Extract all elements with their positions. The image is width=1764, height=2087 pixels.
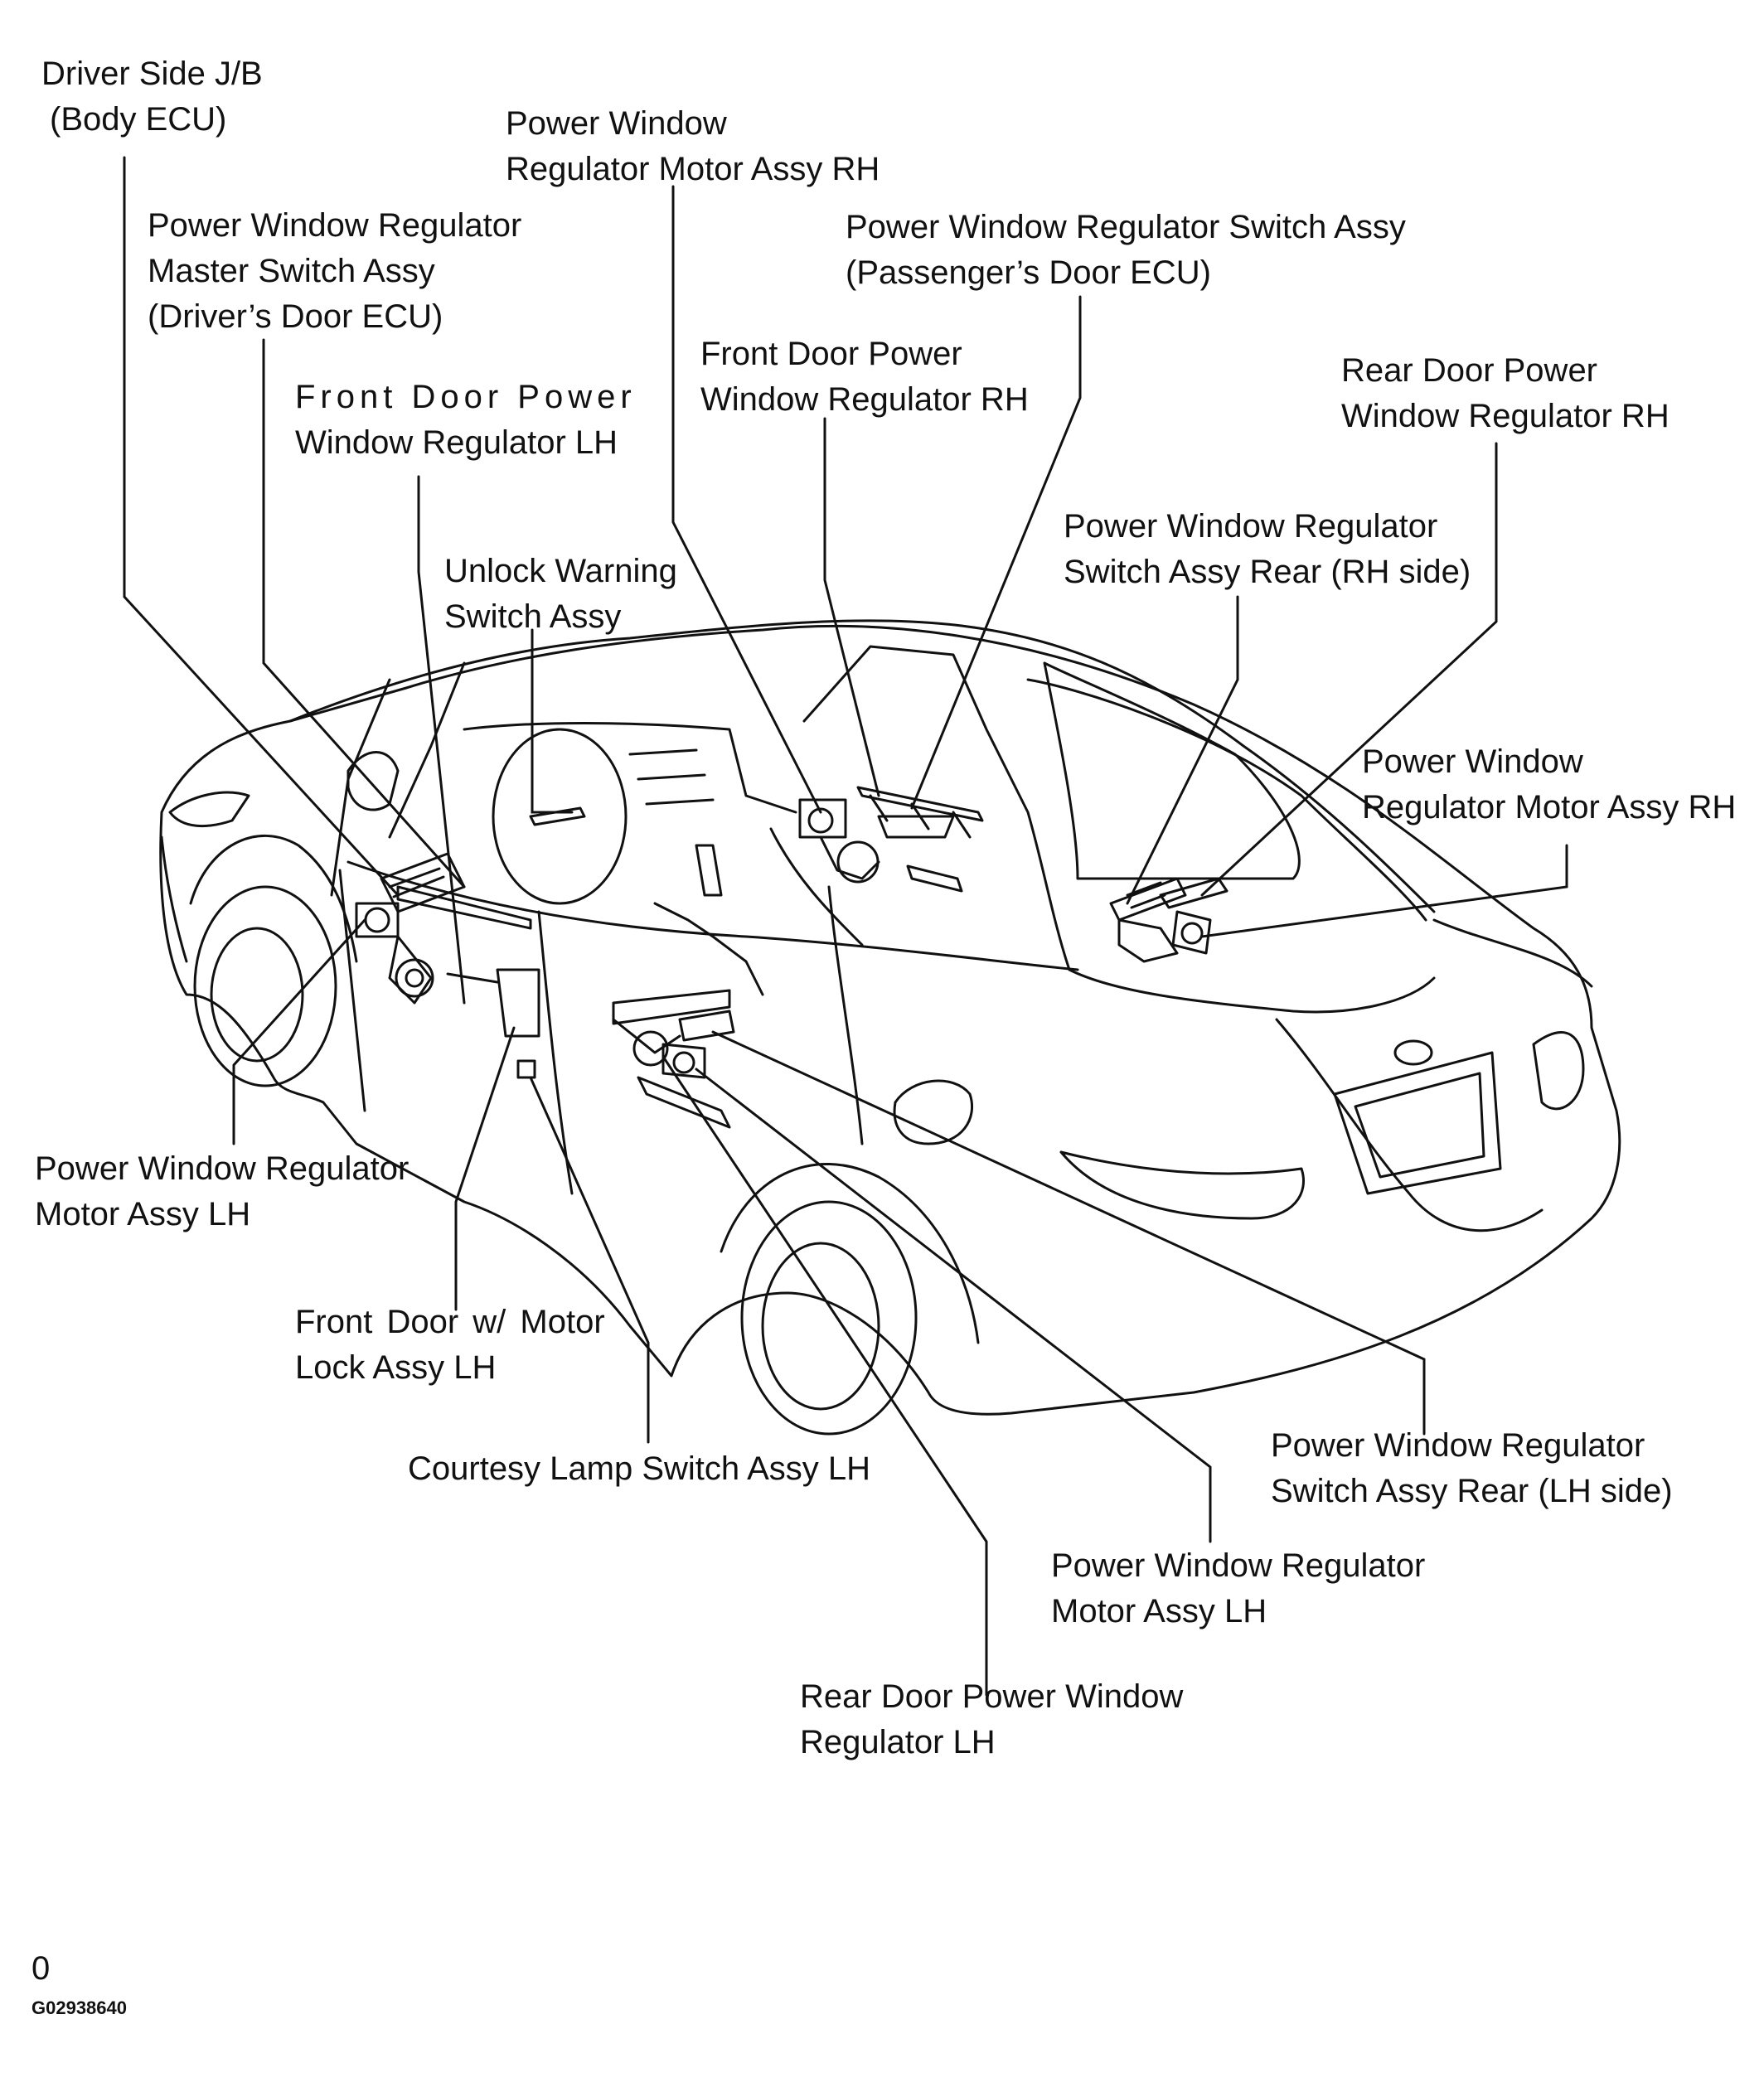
- label-rear-switch-rh: Power Window Regulator Switch Assy Rear …: [1064, 508, 1471, 590]
- leader-rear-reg-rh: [1200, 442, 1498, 897]
- label-driver-side-jb: Driver Side J/B (Body ECU): [41, 56, 263, 138]
- component-rear-switch-lh: [678, 1010, 735, 1042]
- front-wheel-arch: [189, 834, 358, 963]
- leader-master-switch: [262, 338, 466, 889]
- seat-front: [769, 827, 864, 947]
- rear-wheel: [740, 1200, 918, 1436]
- label-passenger-switch-assy: Power Window Regulator Switch Assy (Pass…: [846, 209, 1406, 291]
- component-door-lock-lh: [446, 968, 540, 1038]
- component-motor-lh-front: [355, 902, 400, 938]
- leader-unlock-warning: [531, 628, 574, 814]
- fuel-door: [893, 1079, 974, 1145]
- leader-door-lock-lh: [454, 1026, 516, 1311]
- label-rear-regulator-lh: Rear Door Power Window Regulator LH: [800, 1678, 1184, 1760]
- tail-light: [1059, 1150, 1305, 1220]
- leader-passenger-switch: [910, 295, 1082, 810]
- footer-mark: 0: [32, 1950, 51, 1987]
- center-console: [653, 902, 764, 996]
- front-door-rear-edge: [537, 910, 574, 1195]
- leader-rear-switch-lh: [711, 1030, 1426, 1436]
- leader-rear-reg-lh: [662, 1055, 988, 1697]
- label-rear-regulator-rh: Rear Door Power Window Regulator RH: [1341, 352, 1670, 434]
- component-front-regulator-rh: [856, 786, 984, 839]
- license-plate: [1333, 1051, 1502, 1195]
- rear-emblem: [1393, 1039, 1433, 1066]
- component-unlock-warning: [529, 806, 586, 826]
- rear-window: [1043, 661, 1301, 880]
- label-front-regulator-lh: Front Door Power Window Regulator LH: [295, 379, 637, 461]
- car-body-outline: [159, 624, 1621, 1416]
- leader-rear-switch-rh: [1126, 595, 1239, 905]
- component-passenger-switch: [877, 815, 963, 893]
- leader-front-reg-lh: [417, 475, 466, 1005]
- leader-front-reg-rh: [823, 417, 880, 797]
- mirror: [346, 751, 400, 811]
- label-door-lock-assy-lh: Front Door w/ Motor Lock Assy LH: [295, 1304, 605, 1386]
- label-motor-assy-lh-front: Power Window Regulator Motor Assy LH: [35, 1150, 410, 1232]
- component-motor-rh-front: [798, 798, 880, 884]
- label-motor-assy-rh-front: Power Window Regulator Motor Assy RH: [506, 105, 880, 187]
- label-motor-assy-lh-rear: Power Window Regulator Motor Assy LH: [1051, 1547, 1426, 1629]
- component-courtesy-lamp: [516, 1059, 536, 1079]
- b-pillar: [802, 645, 1071, 971]
- rear-wheel-arch: [720, 1163, 980, 1344]
- label-motor-assy-rh-rear: Power Window Regulator Motor Assy RH: [1362, 743, 1737, 826]
- component-rear-regulator-lh: [612, 989, 731, 1067]
- leader-motor-lh-front: [232, 918, 366, 1145]
- component-rear-regulator-rh: [1117, 877, 1228, 963]
- front-bumper: [160, 835, 188, 963]
- trunk-lid: [1432, 918, 1593, 988]
- a-pillar: [388, 661, 466, 839]
- component-rear-switch-rh: [1109, 877, 1187, 922]
- leader-courtesy-lamp: [529, 1076, 650, 1444]
- component-motor-rh-rear: [1171, 910, 1212, 955]
- dashboard: [463, 722, 797, 814]
- leader-motor-lh-rear: [695, 1068, 1212, 1543]
- headlight: [168, 791, 250, 828]
- component-front-regulator-lh: [388, 885, 532, 1005]
- steering-wheel: [492, 728, 628, 905]
- trunk-edge: [1275, 1018, 1544, 1232]
- rear-window-frame: [1026, 678, 1427, 922]
- windshield-line: [330, 678, 391, 897]
- beltline: [346, 860, 1079, 971]
- leader-driver-jb: [123, 156, 400, 897]
- leader-motor-rh-front: [671, 185, 822, 814]
- license-plate-inner: [1354, 1072, 1485, 1179]
- front-wheel-inner: [210, 927, 304, 1063]
- c-pillar: [1068, 968, 1436, 1014]
- figure-code: G02938640: [32, 1997, 127, 2018]
- rear-wheel-inner: [761, 1242, 880, 1411]
- roof-line: [288, 619, 1436, 913]
- component-motor-lh-rear: [662, 1043, 706, 1079]
- label-unlock-warning-switch: Unlock Warning Switch Assy: [444, 553, 677, 635]
- dash-vents: [628, 748, 715, 806]
- front-wheel: [193, 885, 337, 1087]
- label-rear-switch-lh: Power Window Regulator Switch Assy Rear …: [1271, 1427, 1673, 1509]
- door-handle: [637, 1076, 731, 1129]
- tail-light-right: [1532, 1031, 1585, 1111]
- label-master-switch-assy: Power Window Regulator Master Switch Ass…: [148, 207, 522, 335]
- label-courtesy-lamp-switch: Courtesy Lamp Switch Assy LH: [408, 1450, 870, 1487]
- gear-shift: [695, 844, 723, 897]
- leader-motor-rh-rear: [1200, 844, 1568, 938]
- front-door-edge: [338, 869, 366, 1112]
- leader-lines: [123, 156, 1568, 1697]
- label-front-regulator-rh: Front Door Power Window Regulator RH: [700, 336, 1029, 418]
- rear-door-edge: [827, 885, 864, 1145]
